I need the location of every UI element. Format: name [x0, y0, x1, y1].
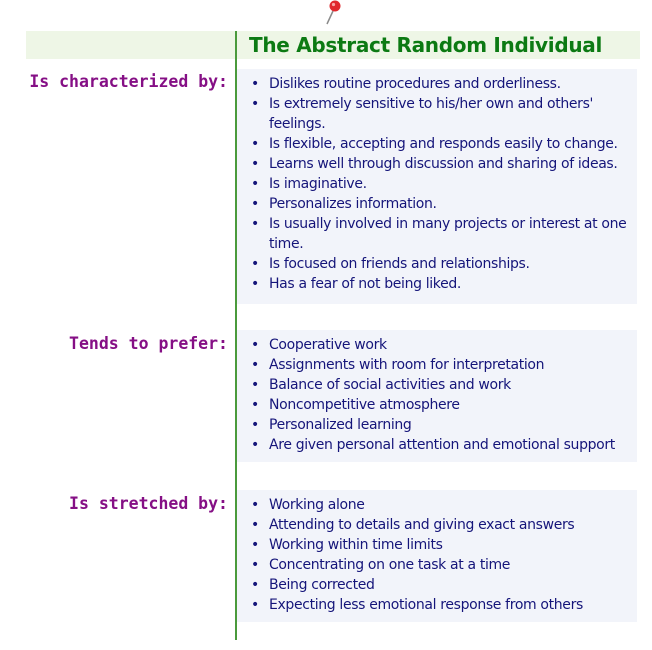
bullet-icon: •	[251, 417, 259, 433]
list-item: •Concentrating on one task at a time	[237, 555, 637, 575]
vertical-divider	[235, 31, 237, 640]
list-item: •Working alone	[237, 495, 637, 515]
list-item: •Being corrected	[237, 575, 637, 595]
list-item: •Is extremely sensitive to his/her own a…	[237, 94, 637, 134]
list-item: •Cooperative work	[237, 335, 637, 355]
bullet-icon: •	[251, 256, 259, 272]
list-item: •Personalized learning	[237, 415, 637, 435]
bullet-icon: •	[251, 276, 259, 292]
list-item: •Is imaginative.	[237, 174, 637, 194]
bullet-icon: •	[251, 76, 259, 92]
list-item: •Noncompetitive atmosphere	[237, 395, 637, 415]
list-item: •Balance of social activities and work	[237, 375, 637, 395]
bullet-icon: •	[251, 397, 259, 413]
title-band	[26, 31, 640, 59]
section-panel-prefer: •Cooperative work •Assignments with room…	[237, 330, 637, 462]
list-item: •Personalizes information.	[237, 194, 637, 214]
section-label-prefer: Tends to prefer:	[69, 334, 228, 353]
bullet-list: •Working alone •Attending to details and…	[237, 495, 637, 615]
list-item: •Has a fear of not being liked.	[237, 274, 637, 294]
list-item: •Assignments with room for interpretatio…	[237, 355, 637, 375]
page-title: The Abstract Random Individual	[249, 33, 603, 57]
list-item: •Attending to details and giving exact a…	[237, 515, 637, 535]
bullet-icon: •	[251, 96, 259, 112]
bullet-icon: •	[251, 537, 259, 553]
section-panel-stretched: •Working alone •Attending to details and…	[237, 490, 637, 622]
list-item: •Learns well through discussion and shar…	[237, 154, 637, 174]
section-panel-characterized: •Dislikes routine procedures and orderli…	[237, 69, 637, 304]
bullet-icon: •	[251, 517, 259, 533]
bullet-icon: •	[251, 597, 259, 613]
list-item: •Are given personal attention and emotio…	[237, 435, 637, 455]
bullet-icon: •	[251, 377, 259, 393]
push-pin-icon	[326, 0, 341, 25]
list-item: •Is focused on friends and relationships…	[237, 254, 637, 274]
list-item: •Is usually involved in many projects or…	[237, 214, 637, 254]
bullet-icon: •	[251, 437, 259, 453]
bullet-icon: •	[251, 196, 259, 212]
bullet-icon: •	[251, 497, 259, 513]
list-item: •Is flexible, accepting and responds eas…	[237, 134, 637, 154]
list-item: •Dislikes routine procedures and orderli…	[237, 74, 637, 94]
list-item: •Expecting less emotional response from …	[237, 595, 637, 615]
bullet-icon: •	[251, 136, 259, 152]
list-item: •Working within time limits	[237, 535, 637, 555]
bullet-icon: •	[251, 216, 259, 232]
bullet-icon: •	[251, 337, 259, 353]
bullet-icon: •	[251, 156, 259, 172]
bullet-icon: •	[251, 176, 259, 192]
bullet-list: •Cooperative work •Assignments with room…	[237, 335, 637, 455]
bullet-icon: •	[251, 357, 259, 373]
bullet-icon: •	[251, 577, 259, 593]
section-label-characterized: Is characterized by:	[29, 72, 228, 91]
bullet-list: •Dislikes routine procedures and orderli…	[237, 74, 637, 294]
section-label-stretched: Is stretched by:	[69, 494, 228, 513]
bullet-icon: •	[251, 557, 259, 573]
